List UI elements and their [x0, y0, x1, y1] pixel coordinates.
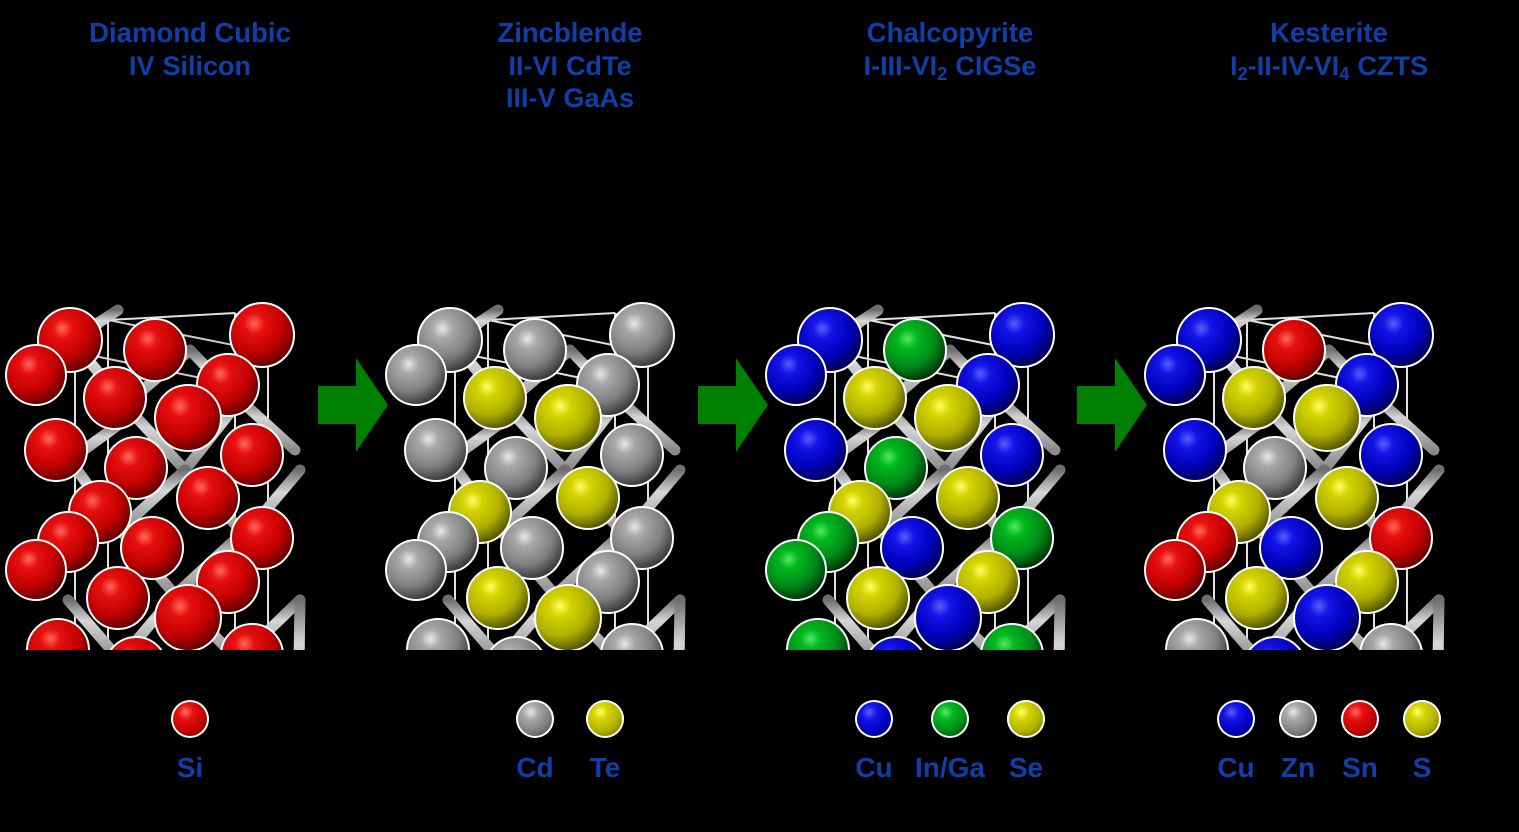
legend-diamond-cubic: Si	[0, 700, 380, 782]
legend-item: Cu	[854, 700, 893, 783]
legend-item: Zn	[1279, 700, 1317, 782]
legend-chalcopyrite: Cu In/Ga Se	[760, 700, 1140, 782]
crystal-structure-chalcopyrite	[760, 150, 1140, 650]
legend-item: Te	[586, 700, 624, 782]
header-subtitle-1: II-VI CdTe	[380, 50, 760, 83]
header-title: Zincblende	[497, 17, 643, 48]
material-label: CIGSe	[955, 50, 1037, 81]
block-arrow-right-icon	[1077, 358, 1147, 452]
header-kesterite: Kesterite I2-II-IV-VI4 CZTS	[1139, 16, 1519, 82]
legend-label: Cu	[855, 752, 893, 783]
header-title: Chalcopyrite	[866, 17, 1034, 48]
header-chalcopyrite: Chalcopyrite I-III-VI2 CIGSe	[760, 16, 1140, 82]
chalcopyrite-svg	[765, 302, 1066, 650]
s-sphere-swatch	[1403, 700, 1441, 738]
group-subscript: 2	[937, 62, 948, 84]
arrow-chalcopyrite-to-kesterite	[1077, 358, 1147, 452]
group-label: IV	[128, 50, 155, 81]
material-label: CZTS	[1357, 50, 1428, 81]
crystal-structure-kesterite	[1139, 150, 1519, 650]
legend-label: Cu	[1217, 752, 1255, 783]
structure-column-chalcopyrite: Chalcopyrite I-III-VI2 CIGSe	[760, 0, 1140, 832]
legend-item: S	[1403, 700, 1441, 782]
arrow-diamond-to-zincblende	[318, 358, 388, 452]
arrow-zincblende-to-chalcopyrite	[698, 358, 768, 452]
header-subtitle-1: I2-II-IV-VI4 CZTS	[1139, 50, 1519, 83]
cu-sphere-swatch	[854, 700, 893, 738]
legend-kesterite: Cu Zn Sn S	[1139, 700, 1519, 782]
te-sphere-swatch	[586, 700, 624, 738]
crystal-structure-zincblende	[380, 150, 760, 650]
group-label: II-VI	[508, 50, 558, 81]
kesterite-svg	[1144, 302, 1445, 650]
header-title: Diamond Cubic	[89, 17, 291, 48]
legend-label: Zn	[1280, 752, 1316, 783]
group-label: I-III-VI	[863, 50, 938, 81]
header-title: Kesterite	[1270, 17, 1388, 48]
crystal-structure-diamond-cubic	[0, 150, 380, 650]
block-arrow-right-icon	[698, 358, 768, 452]
material-label: Silicon	[162, 50, 252, 81]
group-subscript-lead: 2	[1237, 62, 1248, 84]
si-sphere-swatch	[171, 700, 209, 738]
diamond-cubic-svg	[5, 302, 306, 650]
inga-sphere-swatch	[930, 700, 969, 738]
material-label: GaAs	[563, 83, 635, 114]
legend-item: Sn	[1341, 700, 1379, 782]
legend-label: Sn	[1342, 752, 1378, 783]
cu-sphere-swatch	[1217, 700, 1255, 738]
group-subscript: 4	[1339, 62, 1350, 84]
material-label: CdTe	[566, 50, 632, 81]
cd-sphere-swatch	[516, 700, 554, 738]
block-arrow-right-icon	[318, 358, 388, 452]
group-label-rest: -II-IV-VI	[1247, 50, 1340, 81]
legend-item: Si	[171, 700, 209, 782]
sn-sphere-swatch	[1341, 700, 1379, 738]
group-label: III-V	[505, 83, 556, 114]
legend-label: Se	[1008, 752, 1044, 783]
header-subtitle-1: I-III-VI2 CIGSe	[760, 50, 1140, 83]
legend-label: Te	[589, 752, 621, 783]
legend-item: Cu	[1217, 700, 1255, 782]
legend-label: Cd	[516, 752, 554, 783]
legend-item: Cd	[516, 700, 554, 782]
se-sphere-swatch	[1007, 700, 1045, 738]
structure-column-kesterite: Kesterite I2-II-IV-VI4 CZTS	[1139, 0, 1519, 832]
legend-zincblende: Cd Te	[380, 700, 760, 782]
legend-label: S	[1412, 752, 1432, 783]
zincblende-svg	[385, 302, 686, 650]
group-label: I	[1230, 50, 1238, 81]
legend-label: In/Ga	[914, 752, 985, 783]
legend-item: In/Ga	[915, 700, 985, 782]
zn-sphere-swatch	[1279, 700, 1317, 738]
legend-label: Si	[176, 752, 204, 783]
legend-item: Se	[1007, 700, 1045, 782]
